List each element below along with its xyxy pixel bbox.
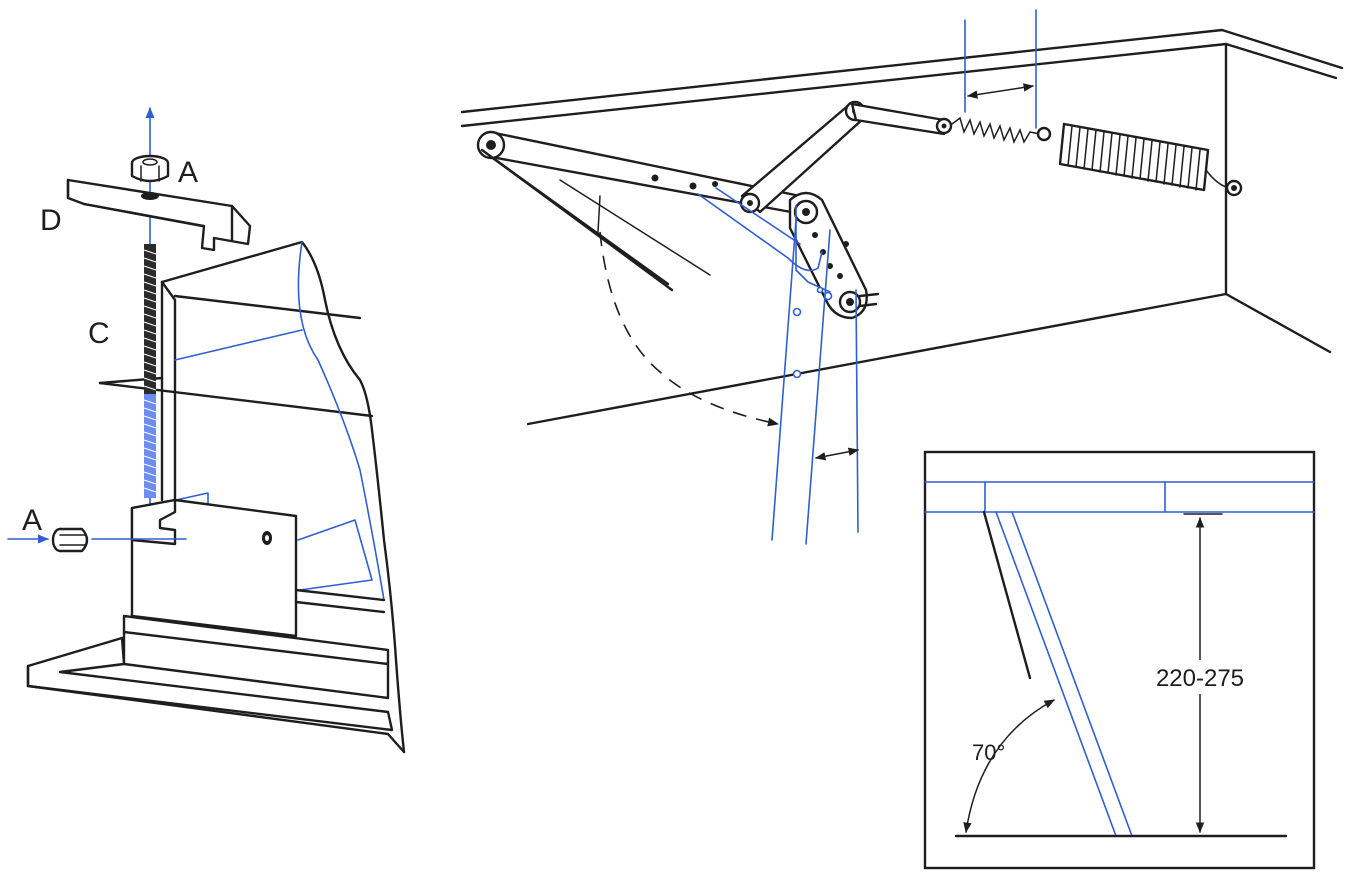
spring-dim-arrow xyxy=(966,83,1035,99)
cabinet-top-outer xyxy=(460,28,1344,114)
adjustment-assembly: A D C xyxy=(7,106,406,754)
hinge-open-outline xyxy=(697,193,823,272)
cabinet-bottom-edge xyxy=(526,292,1228,426)
panel-corner xyxy=(160,280,177,302)
channel-bracket xyxy=(66,178,252,252)
panel-plane xyxy=(98,381,374,418)
rod-label: C xyxy=(88,317,110,350)
inset-door-back xyxy=(982,510,1032,680)
side-nut-label: A xyxy=(22,504,42,537)
side-nut-icon xyxy=(51,527,89,553)
open-door-line-3 xyxy=(855,289,859,533)
hidden-line-4 xyxy=(175,492,209,506)
hidden-line-2 xyxy=(297,241,385,601)
door-line-2 xyxy=(488,154,670,286)
inset-door-edge-2 xyxy=(1011,511,1133,837)
base-structure xyxy=(26,588,406,754)
threaded-rod xyxy=(143,244,157,498)
door-line-3 xyxy=(559,179,711,276)
angle-arc xyxy=(963,699,1055,834)
open-door-line-2 xyxy=(805,229,831,545)
hidden-line-3 xyxy=(297,519,373,591)
hinge-plate xyxy=(788,191,880,320)
angle-label: 70° xyxy=(972,740,1005,765)
small-spring-icon xyxy=(951,116,1041,145)
top-nut-label: A xyxy=(178,156,198,189)
open-door-line-1 xyxy=(771,219,797,541)
cabinet-bottom-right xyxy=(1224,292,1332,354)
channel-label: D xyxy=(40,204,62,237)
inset-detail: 220-275 70° xyxy=(923,450,1316,870)
spring-rod xyxy=(850,102,946,136)
panel-top-edge xyxy=(173,294,362,320)
top-nut-icon xyxy=(130,154,170,183)
height-label: 220-275 xyxy=(1156,665,1244,692)
swing-arc xyxy=(599,231,780,427)
hinge-mechanism xyxy=(460,9,1344,545)
inset-door-edge-1 xyxy=(995,511,1117,837)
panel-break-edge xyxy=(160,240,406,754)
door-tick xyxy=(597,195,601,233)
mounting-bracket xyxy=(130,498,298,638)
hinge-open-outline-2 xyxy=(715,187,801,245)
hidden-line-1 xyxy=(174,329,303,361)
open-angle-arrow xyxy=(814,447,860,461)
